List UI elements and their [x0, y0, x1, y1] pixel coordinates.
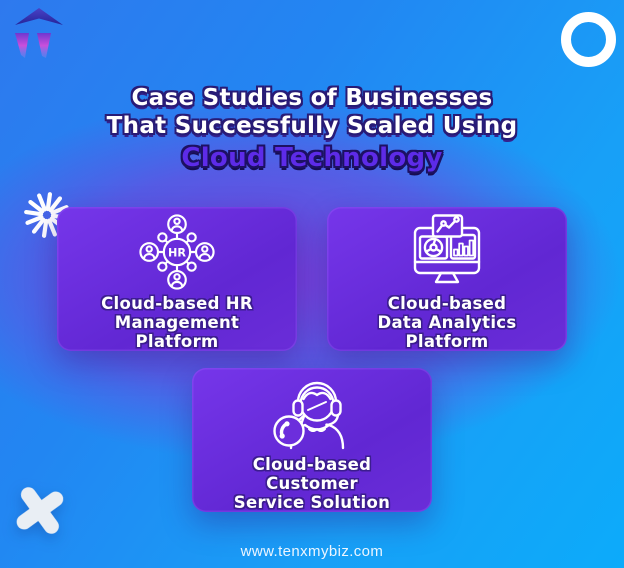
hr-network-icon: HR: [139, 214, 215, 290]
ring-icon: [561, 12, 616, 67]
card-icon-wrap: [401, 211, 493, 293]
page-title: Case Studies of Businesses That Successf…: [0, 84, 624, 174]
card-title-line: Cloud-based HR: [101, 294, 253, 313]
starburst-icon: [24, 192, 70, 238]
title-highlight: Cloud Technology: [181, 143, 443, 173]
card-title: Cloud-based Data Analytics Platform: [377, 294, 516, 351]
card-icon-wrap: HR: [138, 211, 216, 293]
card-title-line: Cloud-based: [387, 294, 507, 313]
card-title-line: Service Solution: [233, 493, 391, 512]
hr-icon-label: HR: [168, 246, 186, 259]
card-title-line: Data Analytics: [377, 313, 517, 332]
cross-icon: [8, 478, 72, 542]
card-title-line: Management: [114, 313, 240, 332]
card-title-line: Cloud-based: [252, 455, 372, 474]
analytics-dashboard-icon: [413, 214, 481, 284]
brand-logo-icon: [15, 8, 63, 58]
card-customer-service: Cloud-based Customer Service Solution: [192, 368, 432, 512]
card-title-line: Platform: [405, 332, 489, 351]
card-data-analytics: Cloud-based Data Analytics Platform: [327, 207, 567, 351]
card-title: Cloud-based HR Management Platform: [101, 294, 253, 351]
title-line-1: Case Studies of Businesses: [131, 85, 493, 111]
card-hr-platform: HR Cloud-based HR Management Platform: [57, 207, 297, 351]
customer-support-icon: [273, 381, 345, 450]
card-icon-wrap: [266, 372, 358, 454]
card-title-line: Platform: [135, 332, 219, 351]
card-title: Cloud-based Customer Service Solution: [234, 455, 390, 512]
website-url: www.tenxmybiz.com: [240, 543, 384, 560]
card-title-line: Customer: [266, 474, 358, 493]
title-line-2: That Successfully Scaled Using: [106, 113, 518, 139]
